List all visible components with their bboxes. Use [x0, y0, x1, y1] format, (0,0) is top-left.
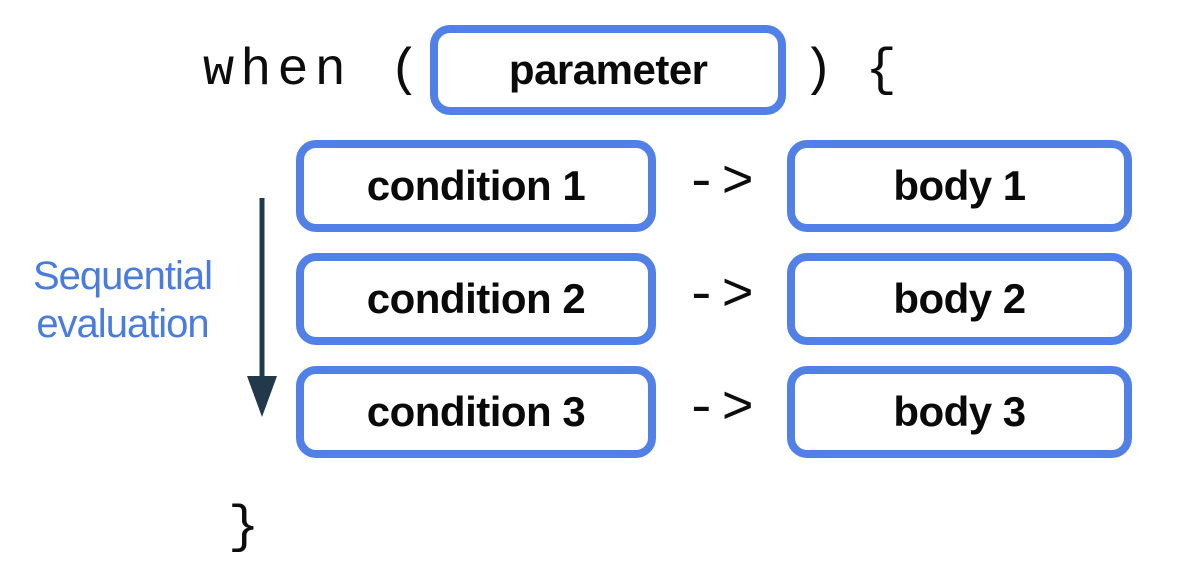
down-arrow-icon [247, 198, 277, 417]
sequential-evaluation-label: Sequential evaluation [15, 252, 230, 348]
condition-label-2: condition 2 [366, 275, 586, 322]
condition-label-1: condition 1 [366, 162, 586, 209]
sequential-evaluation-line2: evaluation [36, 302, 209, 346]
body-box-1: body 1 [787, 140, 1132, 232]
close-brace: } [228, 498, 266, 557]
parameter-label: parameter [508, 46, 708, 93]
parameter-box: parameter [430, 25, 787, 115]
branch-row-2: condition 2 -> body 2 [296, 253, 1132, 345]
condition-box-3: condition 3 [296, 366, 656, 458]
arrow-operator-1: -> [685, 152, 758, 214]
body-label-2: body 2 [893, 275, 1026, 322]
arrow-operator-2: -> [685, 265, 758, 327]
sequential-evaluation-line1: Sequential [32, 254, 213, 298]
condition-label-3: condition 3 [366, 388, 586, 435]
open-brace: { [865, 40, 903, 100]
body-label-1: body 1 [893, 162, 1026, 209]
body-label-3: body 3 [893, 388, 1026, 435]
branch-row-1: condition 1 -> body 1 [296, 140, 1132, 232]
body-box-3: body 3 [787, 366, 1132, 458]
branch-row-3: condition 3 -> body 3 [296, 366, 1132, 458]
code-header-line: when ( parameter ) { [203, 25, 903, 115]
when-keyword: when ( [203, 40, 427, 100]
condition-box-2: condition 2 [296, 253, 656, 345]
close-paren: ) [802, 40, 840, 100]
condition-box-1: condition 1 [296, 140, 656, 232]
arrow-operator-3: -> [685, 378, 758, 440]
body-box-2: body 2 [787, 253, 1132, 345]
